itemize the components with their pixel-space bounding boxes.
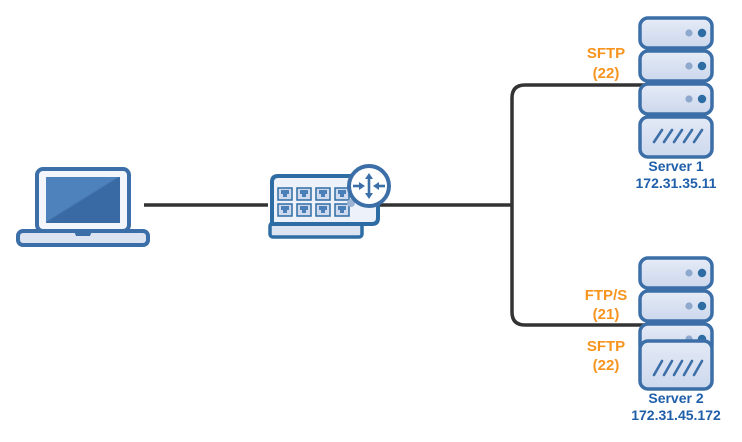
switch-port [334,203,350,217]
laptop [16,167,150,247]
link-switch-server1 [510,83,646,205]
server-1-protocol-labels: SFTP (22) [587,45,625,82]
network-transfer-icon [347,164,391,208]
switch-port [296,203,312,217]
switch-port [296,187,312,201]
protocol-name-sftp-22: SFTP [587,338,625,355]
switch-port-group [277,187,350,217]
server-body [638,115,714,159]
server-bay [638,289,714,323]
protocol-port-sftp-22: (22) [593,65,620,82]
server-vent-slashes [652,128,704,144]
switch-port [334,187,350,201]
protocol-name-sftp-22: SFTP [587,45,625,62]
laptop-trackpad-notch [74,231,92,236]
server-2: Server 2 172.31.45.172 [631,256,721,423]
server-1-name: Server 1 [648,158,703,174]
protocol-port-ftps-21: (21) [593,306,620,323]
server-1-ip: 172.31.35.11 [636,175,717,191]
laptop-screen [46,177,120,223]
protocol-name-ftps-21: FTP/S [585,287,628,304]
switch-port [315,187,331,201]
server-1: Server 1 172.31.35.11 [636,16,717,191]
protocol-port-sftp-22: (22) [593,357,620,374]
switch-port [277,203,293,217]
server-2-protocol-labels: FTP/S (21) SFTP (22) [585,287,628,374]
server-2-name: Server 2 [648,390,703,406]
server-bay [638,82,714,116]
server-bay [638,49,714,83]
switch-port [277,187,293,201]
link-switch-server2 [510,205,646,327]
server-bay [638,16,714,50]
server-body [638,339,714,391]
server-bay [638,256,714,290]
switch-port [315,203,331,217]
network-switch [268,164,391,239]
server-2-ip: 172.31.45.172 [631,407,721,423]
server-vent-slashes [652,359,704,377]
